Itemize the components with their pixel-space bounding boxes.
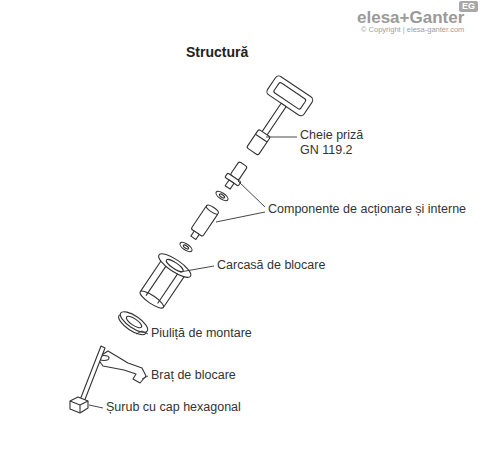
watermark-copyright: © Copyright | elesa-ganter.com (361, 25, 464, 34)
washer (215, 190, 230, 203)
part-label: Cheie priză GN 119.2 (300, 128, 380, 158)
part-label: Piuliță de montare (151, 326, 252, 341)
washer (179, 241, 194, 254)
bolt-head (70, 397, 88, 413)
part-label: Șurub cu cap hexagonal (106, 400, 241, 415)
watermark-badge: EG (459, 1, 478, 12)
part-label: Componente de acționare și interne (268, 202, 466, 217)
inner-cylinder (188, 204, 220, 242)
hex-bolt (80, 346, 105, 402)
lock-housing (134, 250, 194, 314)
diagram-title: Structură (186, 45, 248, 60)
actuator-pin (221, 160, 250, 192)
leader-lines (89, 137, 297, 408)
mounting-nut (116, 308, 151, 338)
part-label: Braț de blocare (151, 368, 236, 383)
lock-arm (97, 351, 146, 383)
part-label: Carcasă de blocare (217, 258, 325, 273)
